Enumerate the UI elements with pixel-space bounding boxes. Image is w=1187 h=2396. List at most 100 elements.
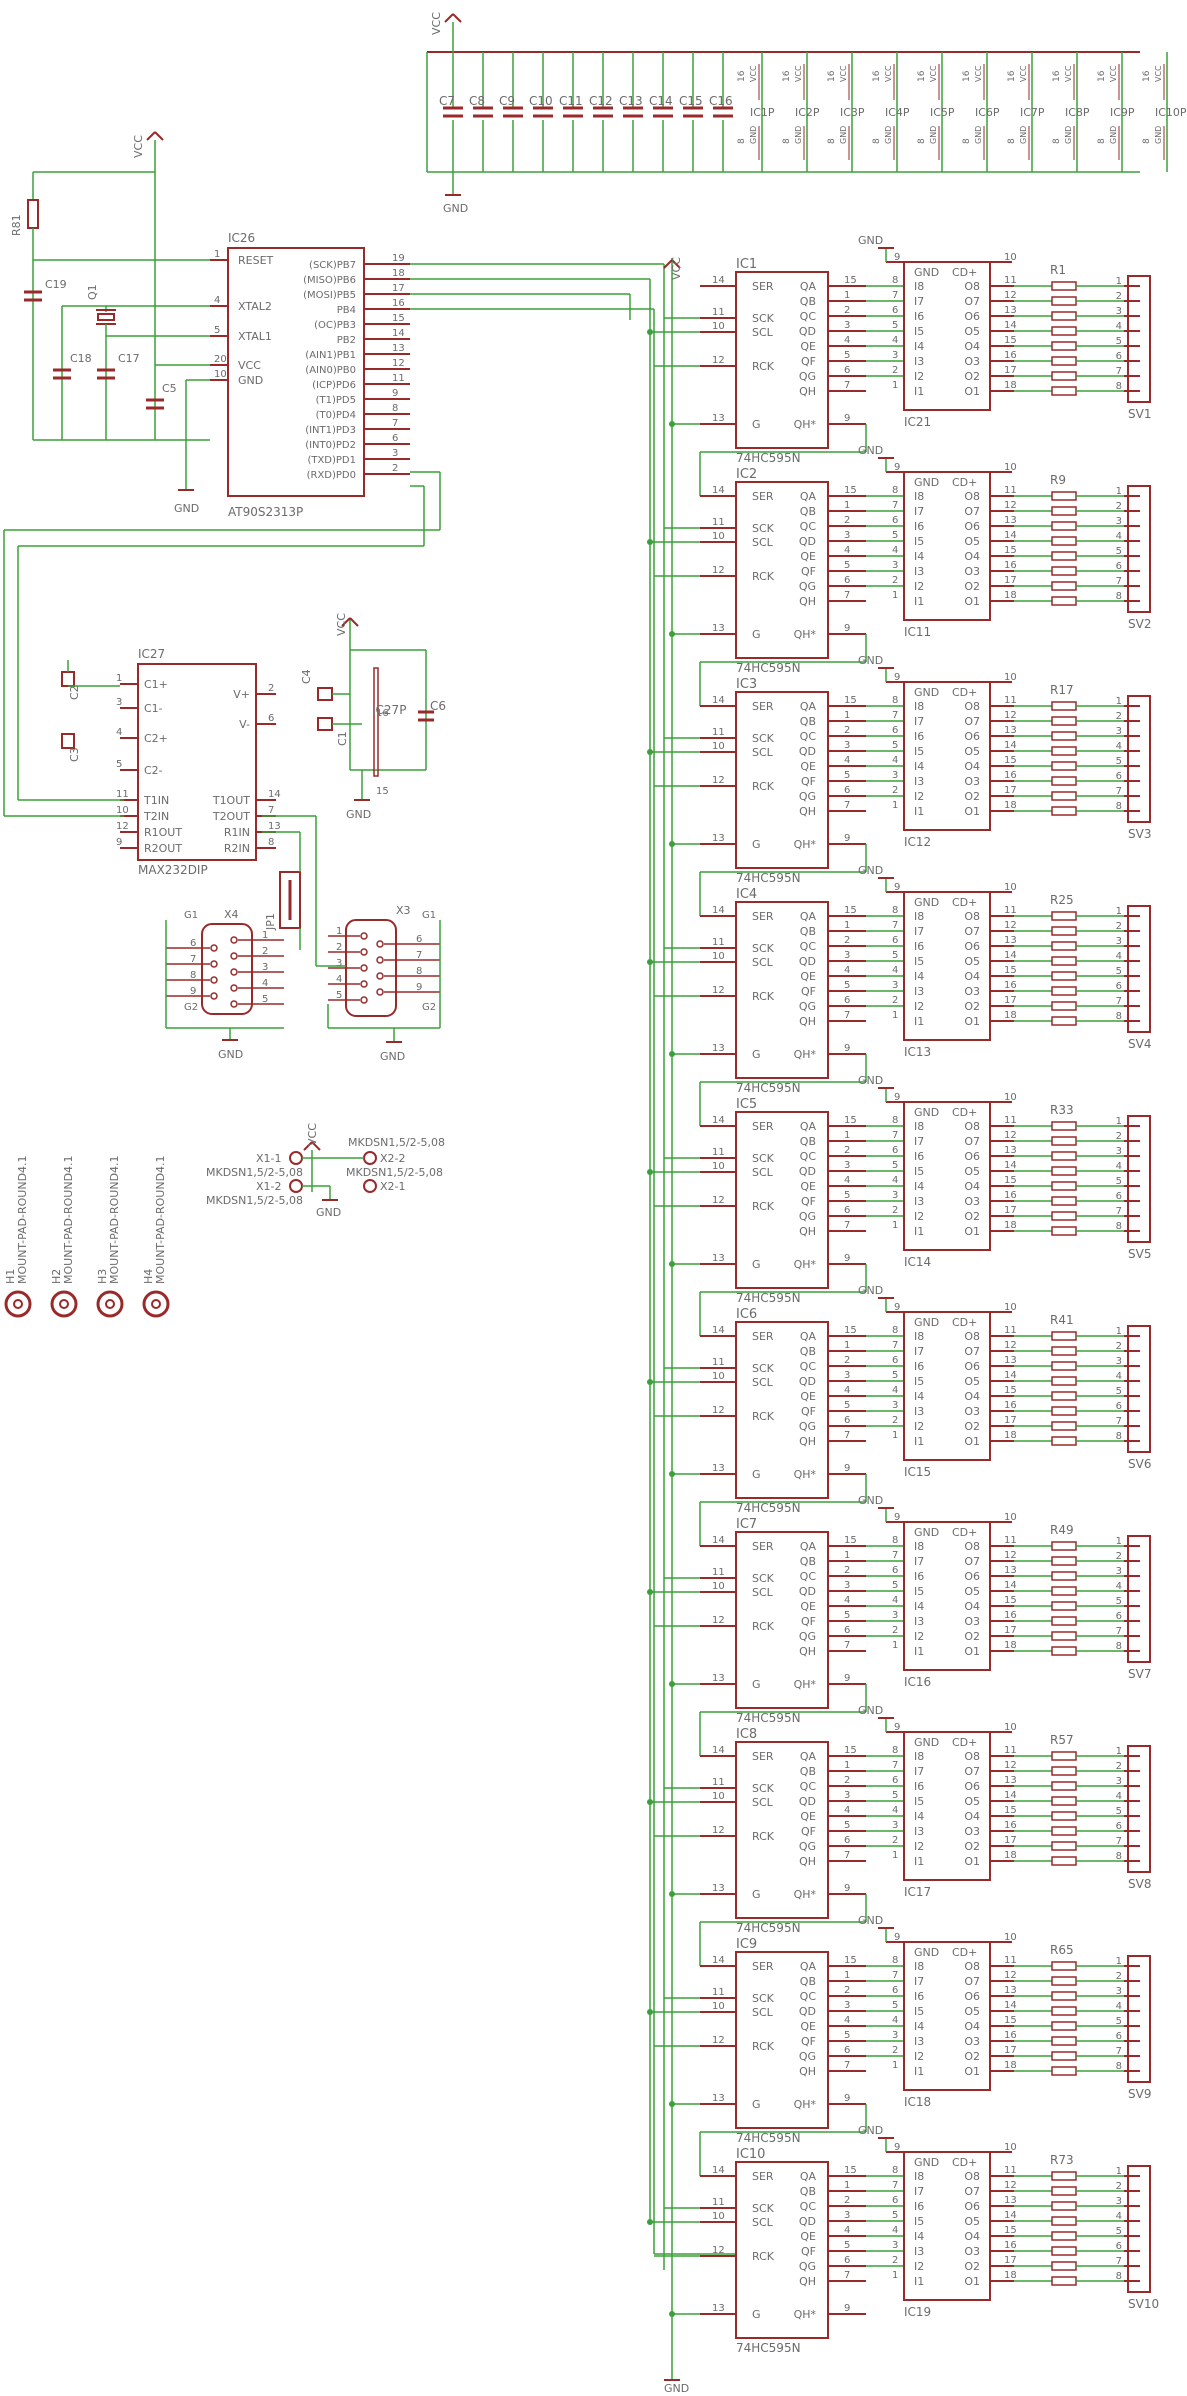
pin-number: 16 [1004,980,1017,991]
pin-number: 6 [844,2255,850,2266]
pin-number: 15 [1004,545,1017,556]
pin-number: 11 [712,517,725,528]
terminal-x2-1[interactable] [363,1179,377,1193]
pin-number: 14 [712,1955,725,1966]
pin-number: 8 [892,1745,898,1756]
decoupling-cap: C15 [679,52,703,172]
pin-name: GND [914,266,939,279]
terminal-x2-2[interactable] [363,1151,377,1165]
pin-number: 1 [262,930,268,941]
header-pin-number: 6 [1116,771,1122,782]
pin-name: O1 [964,1645,980,1658]
driver-name: IC11 [904,625,931,639]
pin-name: O1 [964,385,980,398]
pin-name: SER [752,2170,774,2183]
pin-name: O4 [964,2230,980,2243]
pwr-pin-num: 16 [962,70,972,82]
pin-number: 2 [262,946,268,957]
terminal-x1-1[interactable] [289,1151,303,1165]
terminal-x1-2[interactable] [289,1179,303,1193]
mount-label: H1 [4,1269,17,1284]
pin-number: 18 [1004,1850,1017,1861]
resistor [1051,281,1077,291]
pin-number: 3 [892,560,898,571]
header-pin-number: 8 [1116,1851,1122,1862]
pin-number: 10 [1004,672,1017,683]
pin-name: SER [752,1540,774,1553]
pin-name: I5 [914,1375,924,1388]
header-pin-number: 5 [1116,966,1122,977]
pin-name: O7 [964,925,980,938]
header-pin-number: 6 [1116,1611,1122,1622]
pin-name: QB [800,1765,816,1778]
pin-name: SCK [752,732,775,745]
pin-name: QH* [794,2308,817,2321]
c3-label: C3 [68,747,81,762]
header-pin-number: 3 [1116,516,1122,527]
pin-number: 10 [712,2211,725,2222]
driver-ic [903,2151,991,2301]
vcc-label-term: VCC [306,1123,319,1146]
pin-number: 15 [1004,1595,1017,1606]
pin-number: 13 [712,1253,725,1264]
pin-number: 18 [392,268,405,279]
pin-name: I5 [914,1585,924,1598]
pin-name: I2 [914,790,924,803]
pin-number: 11 [1004,275,1017,286]
pwr-pin-num: 8 [872,138,882,144]
header-pin-number: 7 [1116,1206,1122,1217]
pin-number: 14 [712,2165,725,2176]
ic-power-label: IC4P [885,106,910,119]
driver-ic [903,471,991,621]
pin-name: QF [801,775,816,788]
driver-name: IC14 [904,1255,931,1269]
header-pin-number: 6 [1116,1191,1122,1202]
resistor [1051,1376,1077,1386]
header-pin-number: 8 [1116,381,1122,392]
pin-name: QD [799,745,816,758]
pin-name: I8 [914,1750,924,1763]
pin-name: I5 [914,1165,924,1178]
mcu-pin: 7(INT1)PD3 [305,418,410,436]
pin-number: 2 [392,463,398,474]
pin-name: O6 [964,1990,980,2003]
pin-number: 4 [844,965,850,976]
pin-name: QG [799,2050,816,2063]
pin-number: 4 [336,974,342,985]
pin-number: 12 [712,1405,725,1416]
pin-name: QB [800,925,816,938]
pwr-pin-name: GND [794,126,803,144]
pin-name: QH* [794,628,817,641]
pin-number: 3 [844,2210,850,2221]
ic-power-label: IC6P [975,106,1000,119]
pin-name: I8 [914,910,924,923]
pin-number: 15 [844,485,857,496]
pin-name: QF [801,2035,816,2048]
pin-number: 12 [1004,1130,1017,1141]
header-pin-number: 5 [1116,1806,1122,1817]
pin-name: (MOSI)PB5 [303,290,356,301]
resistor [1051,1226,1077,1236]
pin-name: GND [914,1736,939,1749]
pwr-pin-name: VCC [974,65,983,82]
pin-name: O3 [964,1615,980,1628]
ic-power-label: IC1P [750,106,775,119]
header-pin-number: 7 [1116,2046,1122,2057]
header-pin-number: 2 [1116,291,1122,302]
resistor [1051,2171,1077,2181]
header-pin-number: 6 [1116,981,1122,992]
pin-name: QB [800,2185,816,2198]
pin-name: QB [800,1975,816,1988]
x4-label: X4 [224,908,239,921]
pin-name: QF [801,1195,816,1208]
resistor [1051,1001,1077,1011]
pin-number: 5 [214,325,220,336]
pin-number: 6 [268,713,274,724]
pin-number: 4 [892,1805,898,1816]
header-pin-number: 4 [1116,1791,1122,1802]
